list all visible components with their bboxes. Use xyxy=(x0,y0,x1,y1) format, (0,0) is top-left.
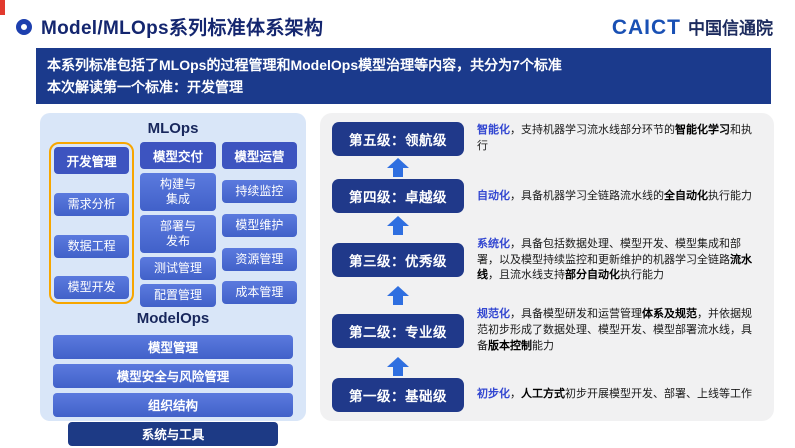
desc-segment: ，支持机器学习流水线部分环节的 xyxy=(510,124,675,137)
arrow-head xyxy=(387,357,409,368)
level-keyword: 智能化 xyxy=(477,124,510,137)
modelops-title: ModelOps xyxy=(136,310,210,328)
modelops-bars: 模型管理模型安全与风险管理组织结构系统与工具 xyxy=(49,335,297,447)
level-keyword: 初步化 xyxy=(477,388,510,401)
maturity-panel: 第五级：领航级智能化，支持机器学习流水线部分环节的智能化学习和执行第四级：卓越级… xyxy=(320,113,774,422)
modelops-bar: 系统与工具 xyxy=(67,422,279,447)
level-badge: 第五级：领航级 xyxy=(332,122,464,157)
level-description: 规范化，具备模型研发和运营管理体系及规范，并依据规范初步形成了数据处理、模型开发… xyxy=(477,307,762,355)
up-arrow-icon xyxy=(387,158,409,178)
desc-segment: ，且流水线支持 xyxy=(488,269,565,282)
level-row: 第三级：优秀级系统化，具备包括数据处理、模型开发、模型集成和部署，以及模型持续监… xyxy=(332,237,762,285)
level-row: 第一级：基础级初步化，人工方式初步开展模型开发、部署、上线等工作 xyxy=(332,378,762,413)
desc-segment: ，具备机器学习全链路流水线的 xyxy=(510,189,664,202)
level-badge: 第四级：卓越级 xyxy=(332,179,464,214)
red-accent-stripe xyxy=(0,0,5,15)
level-up-arrow xyxy=(332,215,762,235)
process-item-box: 测试管理 xyxy=(140,257,216,281)
arrow-shaft xyxy=(393,168,403,178)
level-row: 第四级：卓越级自动化，具备机器学习全链路流水线的全自动化执行能力 xyxy=(332,179,762,214)
process-item-box: 持续监控 xyxy=(221,180,297,204)
column-header-box: 模型运营 xyxy=(221,142,297,170)
caict-logo-en: CAICT xyxy=(611,15,681,39)
level-row: 第五级：领航级智能化，支持机器学习流水线部分环节的智能化学习和执行 xyxy=(332,122,762,157)
desc-segment: ，具备包括数据处理、模型开发、模型集成和部署，以及模型持续监控和更新维护的机器学… xyxy=(477,237,741,266)
level-up-arrow xyxy=(332,286,762,306)
highlight-border-box: 开发管理需求分析数据工程模型开发 xyxy=(49,142,135,305)
process-item-box: 部署与 发布 xyxy=(140,215,216,254)
process-item-box: 需求分析 xyxy=(54,193,130,217)
banner-line-1: 本系列标准包括了MLOps的过程管理和ModelOps模型治理等内容，共分为7个… xyxy=(47,57,562,73)
desc-segment: 能力 xyxy=(532,340,554,353)
column-header-box: 模型交付 xyxy=(140,142,216,170)
maturity-levels: 第五级：领航级智能化，支持机器学习流水线部分环节的智能化学习和执行第四级：卓越级… xyxy=(332,122,762,413)
mlops-title: MLOps xyxy=(147,120,199,138)
desc-segment: ，具备模型研发和运营管理 xyxy=(510,308,642,321)
modelops-bar: 模型安全与风险管理 xyxy=(52,364,294,389)
arrow-shaft xyxy=(393,225,403,235)
process-item-box: 配置管理 xyxy=(140,284,216,308)
column-header-box: 开发管理 xyxy=(54,147,130,175)
level-badge: 第三级：优秀级 xyxy=(332,243,464,278)
process-item-box: 模型开发 xyxy=(54,276,130,300)
up-arrow-icon xyxy=(387,357,409,377)
desc-segment: ， xyxy=(510,388,521,401)
process-item-box: 模型维护 xyxy=(221,213,297,237)
desc-bold-segment: 人工方式 xyxy=(521,388,565,401)
desc-bold-segment: 流水线 xyxy=(477,253,752,282)
process-item-box: 资源管理 xyxy=(221,247,297,271)
page-title: Model/MLOps系列标准体系架构 xyxy=(41,18,324,39)
slide-header: Model/MLOps系列标准体系架构 CAICT 中国信通院 xyxy=(0,0,795,44)
level-up-arrow xyxy=(332,158,762,178)
mlops-column-3: 模型运营持续监控模型维护资源管理成本管理 xyxy=(221,142,297,305)
content-area: MLOps 开发管理需求分析数据工程模型开发模型交付构建与 集成部署与 发布测试… xyxy=(40,113,774,447)
level-up-arrow xyxy=(332,357,762,377)
level-description: 初步化，人工方式初步开展模型开发、部署、上线等工作 xyxy=(477,387,752,403)
process-item-box: 成本管理 xyxy=(221,281,297,305)
arrow-head xyxy=(387,158,409,169)
process-item-box: 数据工程 xyxy=(54,234,130,258)
arrow-head xyxy=(387,215,409,226)
modelops-bar: 组织结构 xyxy=(52,393,294,418)
up-arrow-icon xyxy=(387,215,409,235)
intro-banner: 本系列标准包括了MLOps的过程管理和ModelOps模型治理等内容，共分为7个… xyxy=(36,48,771,105)
level-description: 系统化，具备包括数据处理、模型开发、模型集成和部署，以及模型持续监控和更新维护的… xyxy=(477,237,762,285)
banner-line-2: 本次解读第一个标准：开发管理 xyxy=(47,78,243,95)
level-keyword: 自动化 xyxy=(477,189,510,202)
arrow-shaft xyxy=(393,296,403,306)
desc-segment: 执行能力 xyxy=(620,269,664,282)
mlops-column-2: 模型交付构建与 集成部署与 发布测试管理配置管理 xyxy=(140,142,216,308)
desc-bold-segment: 智能化学习 xyxy=(675,124,730,137)
desc-segment: 初步开展模型开发、部署、上线等工作 xyxy=(565,388,752,401)
mlops-panel: MLOps 开发管理需求分析数据工程模型开发模型交付构建与 集成部署与 发布测试… xyxy=(40,113,306,447)
desc-bold-segment: 体系及规范 xyxy=(642,308,697,321)
desc-segment: 执行能力 xyxy=(708,189,752,202)
process-item-box: 构建与 集成 xyxy=(140,173,216,212)
desc-bold-segment: 部分自动化 xyxy=(565,269,620,282)
title-bullet-icon xyxy=(16,18,32,35)
up-arrow-icon xyxy=(387,286,409,306)
level-description: 智能化，支持机器学习流水线部分环节的智能化学习和执行 xyxy=(477,123,762,155)
desc-bold-segment: 全自动化 xyxy=(664,189,708,202)
level-keyword: 规范化 xyxy=(477,308,510,321)
level-badge: 第一级：基础级 xyxy=(332,378,464,413)
level-row: 第二级：专业级规范化，具备模型研发和运营管理体系及规范，并依据规范初步形成了数据… xyxy=(332,307,762,355)
desc-segment: ，并依据规范初步形成了数据处理、模型开发、模型部署流水线，具备 xyxy=(477,308,752,353)
mlops-column-1: 开发管理需求分析数据工程模型开发 xyxy=(54,147,130,300)
desc-bold-segment: 版本控制 xyxy=(488,340,532,353)
mlops-columns: 开发管理需求分析数据工程模型开发模型交付构建与 集成部署与 发布测试管理配置管理… xyxy=(49,142,297,308)
desc-segment: 和执行 xyxy=(477,124,752,153)
level-description: 自动化，具备机器学习全链路流水线的全自动化执行能力 xyxy=(477,189,752,205)
arrow-head xyxy=(387,286,409,297)
caict-logo: CAICT 中国信通院 xyxy=(612,14,773,40)
level-badge: 第二级：专业级 xyxy=(332,314,464,349)
level-keyword: 系统化 xyxy=(477,237,510,250)
modelops-bar: 模型管理 xyxy=(52,335,294,360)
arrow-shaft xyxy=(393,367,403,377)
caict-logo-cn: 中国信通院 xyxy=(688,18,773,38)
